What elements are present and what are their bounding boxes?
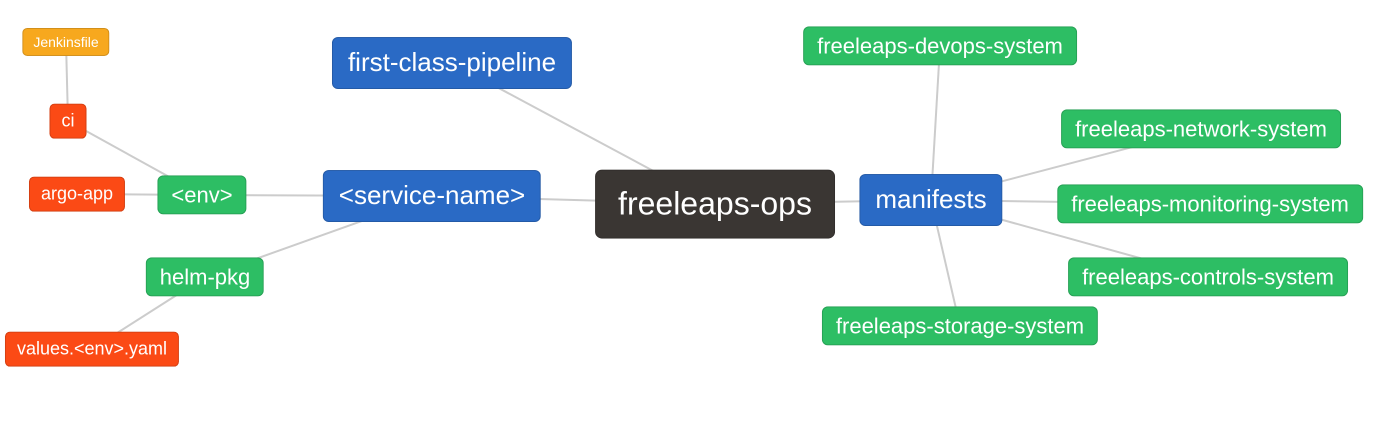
node-freeleaps-monitoring-system[interactable]: freeleaps-monitoring-system — [1057, 184, 1363, 224]
node-helm-pkg[interactable]: helm-pkg — [145, 257, 265, 297]
node-freeleaps-devops-system[interactable]: freeleaps-devops-system — [803, 26, 1077, 66]
node-freeleaps-network-system[interactable]: freeleaps-network-system — [1061, 109, 1341, 149]
node-values-env-yaml[interactable]: values.<env>.yaml — [4, 331, 180, 367]
node-freeleaps-controls-system[interactable]: freeleaps-controls-system — [1068, 257, 1348, 297]
node-service-name[interactable]: <service-name> — [322, 170, 542, 222]
node-first-class-pipeline[interactable]: first-class-pipeline — [331, 37, 573, 89]
node-freeleaps-ops[interactable]: freeleaps-ops — [595, 169, 835, 239]
node-env[interactable]: <env> — [157, 175, 247, 215]
node-ci[interactable]: ci — [49, 103, 87, 139]
node-freeleaps-storage-system[interactable]: freeleaps-storage-system — [821, 306, 1099, 346]
node-argo-app[interactable]: argo-app — [28, 176, 126, 212]
node-manifests[interactable]: manifests — [859, 174, 1003, 226]
node-jenkinsfile[interactable]: Jenkinsfile — [22, 27, 110, 57]
